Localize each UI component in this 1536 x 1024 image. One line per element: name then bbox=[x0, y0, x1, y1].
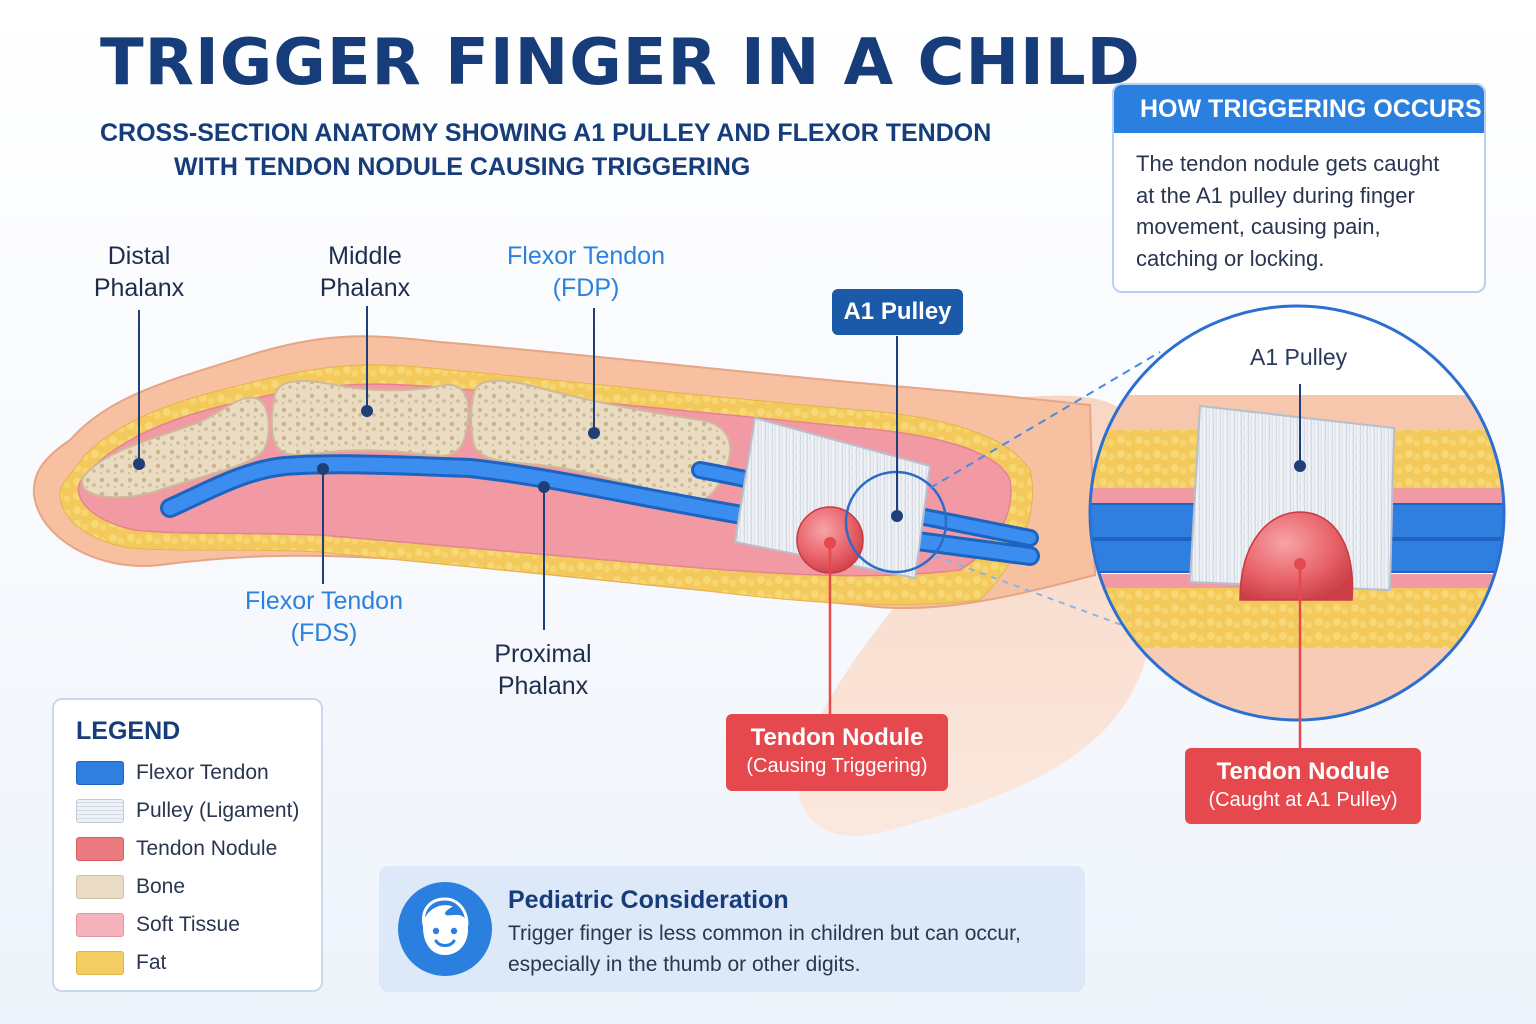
label-flexor-tendon-fds: Flexor Tendon (FDS) bbox=[245, 587, 403, 647]
pediatric-body: Trigger finger is less common in childre… bbox=[508, 922, 1021, 976]
label-zoom-tendon-nodule: Tendon Nodule (Caught at A1 Pulley) bbox=[1185, 748, 1421, 824]
subtitle-line-2: WITH TENDON NODULE CAUSING TRIGGERING bbox=[174, 153, 751, 181]
legend-swatch-fat bbox=[76, 951, 124, 975]
legend-swatch-bone bbox=[76, 875, 124, 899]
zoom-view bbox=[1090, 306, 1504, 720]
label-proximal-phalanx: Proximal Phalanx bbox=[494, 640, 592, 700]
label-tendon-nodule: Tendon Nodule (Causing Triggering) bbox=[726, 714, 948, 791]
tendon-nodule-zoom bbox=[1239, 511, 1354, 601]
legend-panel: LEGEND Flexor Tendon Pulley (Ligament) T… bbox=[52, 698, 323, 992]
label-zoom-a1-pulley: A1 Pulley bbox=[1250, 344, 1348, 370]
legend-swatch-tendon bbox=[76, 761, 124, 785]
middle-phalanx-bone bbox=[270, 379, 470, 458]
leader-lines bbox=[138, 306, 1301, 630]
legend-swatch-nodule bbox=[76, 837, 124, 861]
a1-pulley-finger bbox=[733, 416, 932, 580]
child-face-icon bbox=[398, 882, 492, 976]
pediatric-consideration-box: Pediatric Consideration Trigger finger i… bbox=[379, 866, 1085, 992]
legend-swatch-pulley bbox=[76, 799, 124, 823]
label-flexor-tendon-fdp: Flexor Tendon (FDP) bbox=[507, 242, 665, 302]
how-triggering-heading: HOW TRIGGERING OCCURS bbox=[1114, 85, 1484, 133]
how-triggering-box: HOW TRIGGERING OCCURS The tendon nodule … bbox=[1112, 83, 1486, 293]
legend-swatch-soft-tissue bbox=[76, 913, 124, 937]
page-subtitle: CROSS-SECTION ANATOMY SHOWING A1 PULLEY … bbox=[100, 116, 1060, 184]
page-title: TRIGGER FINGER IN A CHILD bbox=[100, 26, 1141, 100]
distal-phalanx-bone bbox=[81, 396, 270, 499]
subtitle-line-1: CROSS-SECTION ANATOMY SHOWING A1 PULLEY … bbox=[100, 119, 992, 147]
label-middle-phalanx: Middle Phalanx bbox=[319, 242, 411, 302]
how-triggering-body: The tendon nodule gets caught at the A1 … bbox=[1136, 151, 1440, 271]
label-distal-phalanx: Distal Phalanx bbox=[93, 242, 185, 302]
proximal-phalanx-bone bbox=[470, 379, 732, 504]
legend-title: LEGEND bbox=[76, 717, 181, 745]
label-a1-pulley: A1 Pulley bbox=[832, 289, 963, 335]
pediatric-heading: Pediatric Consideration bbox=[508, 886, 789, 914]
